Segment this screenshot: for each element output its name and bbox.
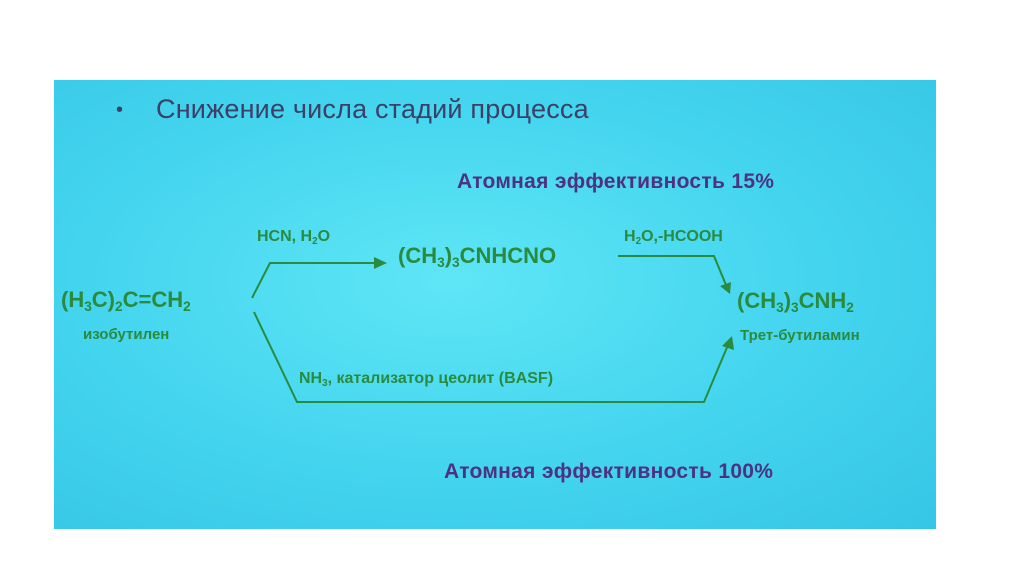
route-2-arrowhead (722, 336, 734, 350)
route-1-arrow-step-1 (251, 262, 379, 299)
slide-heading: • Снижение числа стадий процесса (116, 94, 589, 125)
reactant-formula: (H3C)2C=CH2 (61, 287, 191, 315)
efficiency-100-label: Атомная эффективность 100% (444, 460, 774, 483)
route-1-arrowhead-1 (374, 257, 387, 269)
bullet-icon: • (116, 99, 124, 122)
slide: • Снижение числа стадий процесса Атомная … (54, 80, 936, 529)
reaction-arrows (251, 255, 734, 403)
route-2-arrow (253, 311, 729, 403)
route-2-conditions: NH3, катализатор цеолит (BASF) (299, 370, 554, 389)
intermediate-formula: (CH3)3CNHCNO (398, 243, 557, 271)
efficiency-15-label: Атомная эффективность 15% (457, 170, 775, 193)
route-1-step-2-conditions: H2O,-HCOOH (624, 228, 723, 247)
heading-text: Снижение числа стадий процесса (156, 94, 589, 124)
route-1-arrowhead-2 (720, 282, 731, 294)
route-1-arrow-step-2 (618, 255, 727, 286)
route-1-step-1-conditions: HCN, H2O (257, 228, 331, 247)
product-name: Трет-бутиламин (740, 327, 860, 344)
reactant-name: изобутилен (83, 326, 170, 343)
product-formula: (CH3)3CNH2 (737, 288, 854, 316)
